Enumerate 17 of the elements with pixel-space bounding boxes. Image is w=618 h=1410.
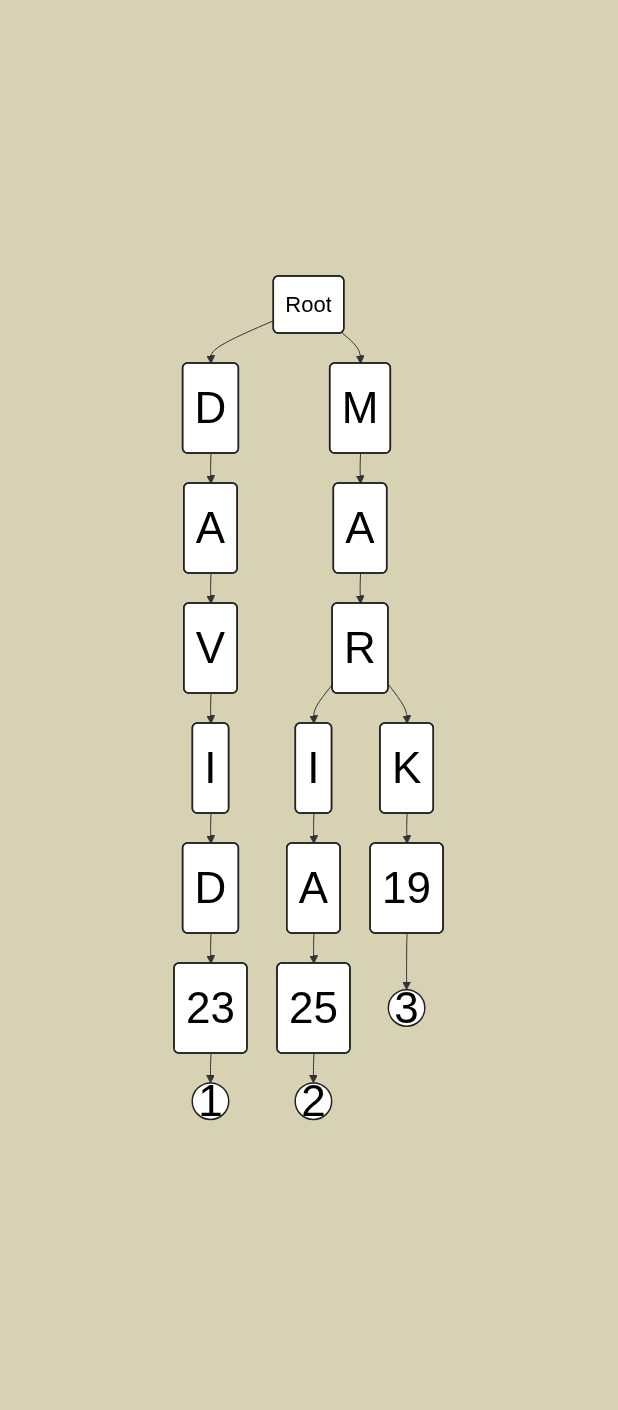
arrow	[309, 812, 319, 844]
arrow	[206, 932, 216, 964]
arrow	[402, 812, 412, 844]
arrow	[206, 452, 216, 484]
arrow	[206, 1052, 216, 1084]
arrow	[206, 812, 216, 844]
node-circle: 2	[294, 1082, 333, 1121]
arrow	[206, 692, 216, 724]
arrow	[206, 572, 216, 604]
arrow	[309, 932, 319, 964]
arrow	[309, 1052, 319, 1084]
arrow	[356, 452, 366, 484]
node-circle: 3	[388, 988, 427, 1027]
node-circle: 1	[191, 1082, 230, 1121]
arrow	[402, 932, 412, 991]
arrow	[341, 332, 366, 364]
arrow	[356, 572, 366, 604]
